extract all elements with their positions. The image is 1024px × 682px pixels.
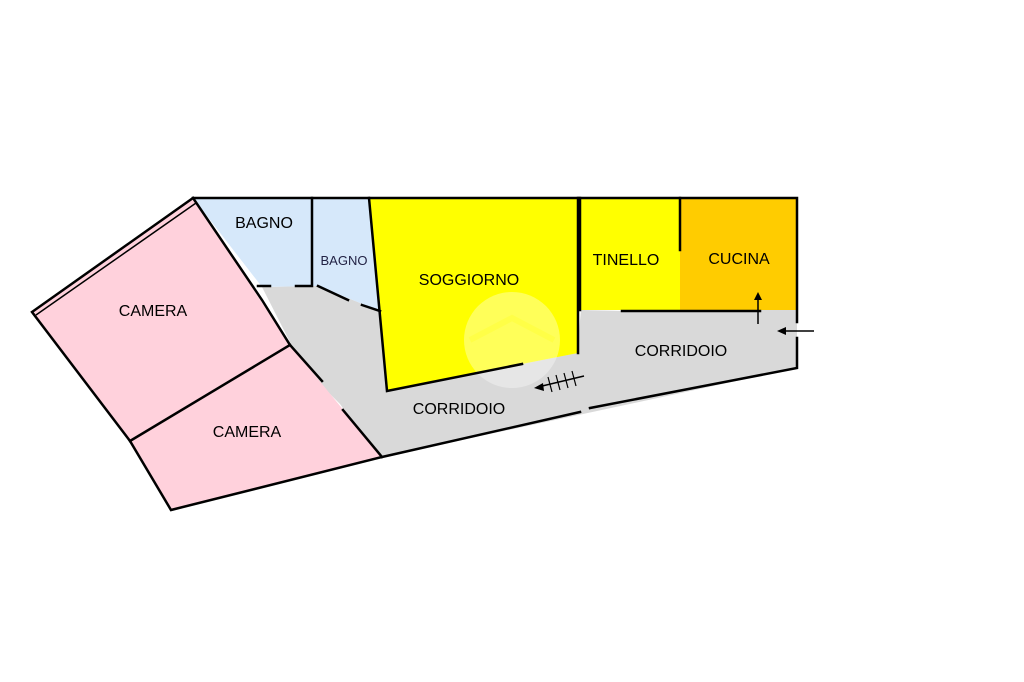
bagno-1-label: BAGNO	[235, 215, 293, 232]
soggiorno-area	[369, 198, 578, 391]
corridoio-area	[262, 286, 797, 457]
camera-bottom-label: CAMERA	[213, 424, 282, 441]
tinello-wall	[578, 196, 762, 313]
tinello-label: TINELLO	[593, 252, 660, 269]
camera-bottom-wall-b	[341, 408, 384, 459]
camera-top-area	[32, 198, 290, 441]
arrow-left-icon	[777, 327, 814, 335]
camera-bottom-wall-a	[288, 343, 324, 383]
outer-wall	[30, 196, 799, 512]
bagno-2-area	[312, 198, 380, 311]
cucina-area	[680, 198, 797, 310]
bagno-1-area	[193, 198, 312, 287]
soggiorno-label: SOGGIORNO	[419, 272, 519, 289]
outer-wall-left-double	[35, 202, 197, 316]
corridoio-right-label: CORRIDOIO	[635, 343, 727, 360]
camera-bottom-area	[130, 345, 382, 510]
tinello-area	[580, 198, 680, 310]
corridoio-left-label: CORRIDOIO	[413, 401, 505, 418]
camera-top-label: CAMERA	[119, 303, 188, 320]
arrow-up-icon	[754, 292, 762, 324]
cucina-label: CUCINA	[708, 251, 770, 268]
soggiorno-wall	[367, 196, 580, 393]
stairs-arrow-icon	[534, 370, 585, 393]
bagno-2-wall	[316, 284, 382, 313]
bagno-2-label: BAGNO	[321, 253, 368, 268]
logo-watermark-icon	[464, 292, 560, 388]
bagno-1-wall	[256, 196, 314, 288]
camera-divider-wall	[128, 343, 292, 443]
camera-top-wall	[191, 196, 292, 347]
